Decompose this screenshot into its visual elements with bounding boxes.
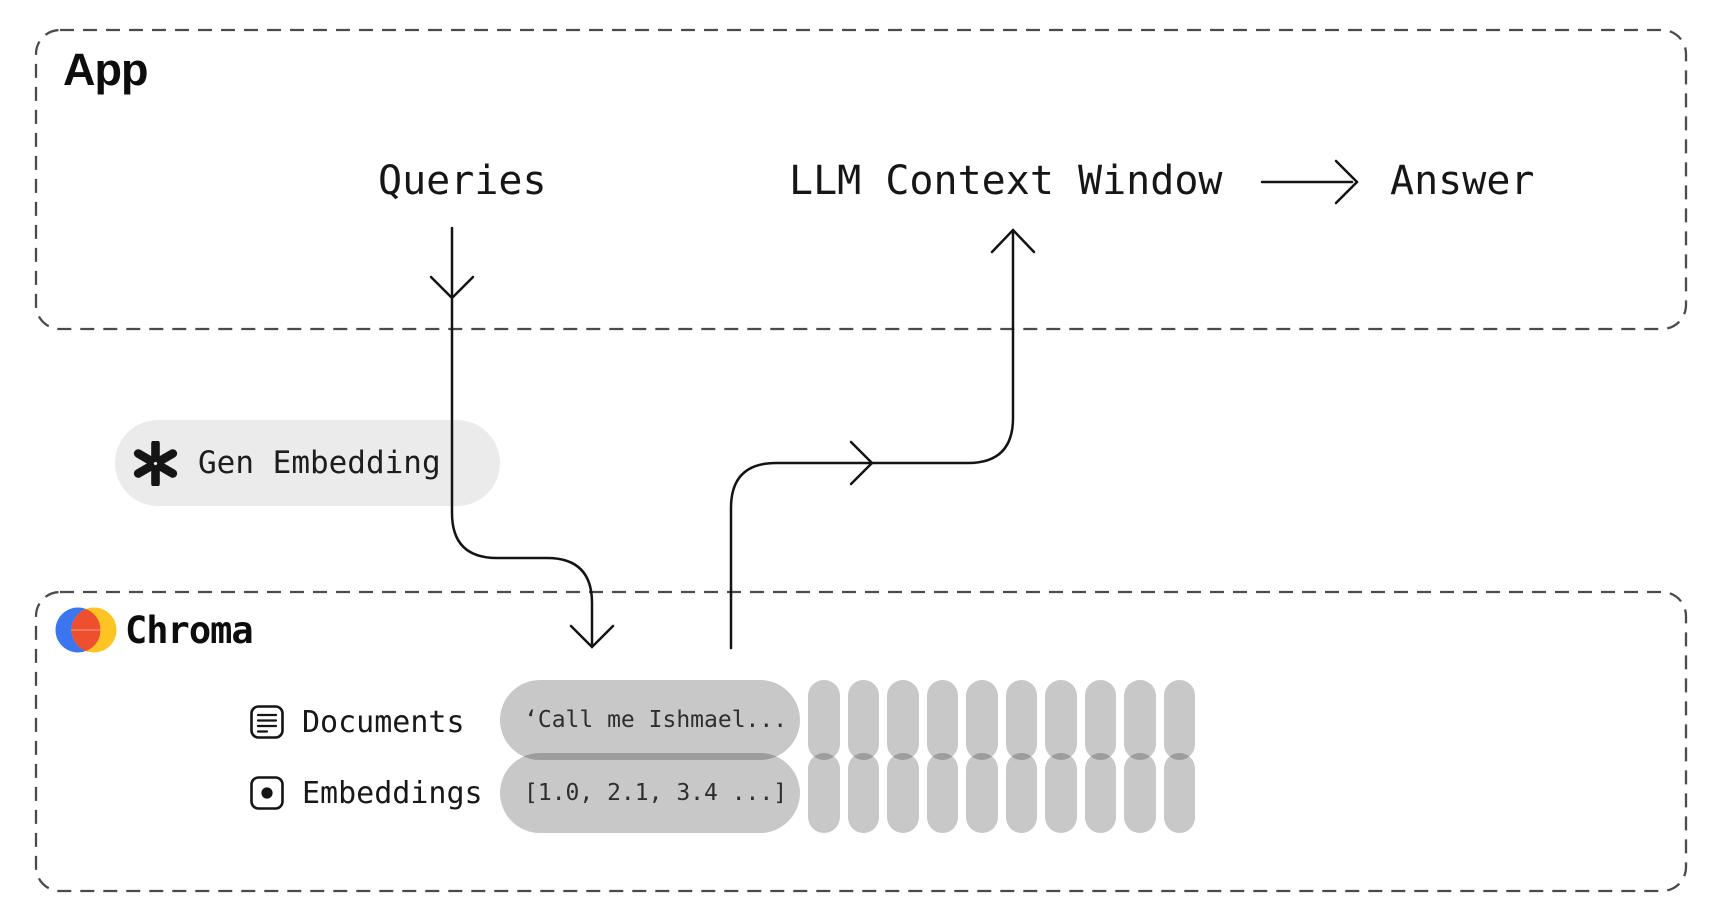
vector-pill <box>887 680 919 760</box>
answer-arrowhead <box>1334 159 1359 205</box>
vector-pill <box>1163 680 1195 760</box>
retrieval-flow-line <box>729 229 1015 650</box>
embeddings-value: [1.0, 2.1, 3.4 ...] <box>524 780 788 806</box>
vector-pill <box>1005 753 1037 833</box>
vector-pill <box>1005 680 1037 760</box>
queries-arrowhead-mid <box>429 275 475 300</box>
chroma-box-title: Chroma <box>125 608 254 652</box>
retrieval-arrowhead-end <box>990 228 1036 254</box>
vector-pill <box>1124 680 1156 760</box>
vector-pill <box>966 680 998 760</box>
vector-pill-row <box>808 753 1195 833</box>
vector-pill <box>887 753 919 833</box>
vector-pill <box>1084 680 1116 760</box>
documents-pill: ‘Call me Ishmael... <box>500 680 800 760</box>
queries-arrowhead-end <box>569 624 615 649</box>
vector-pill <box>1163 753 1195 833</box>
documents-value: ‘Call me Ishmael... <box>524 707 788 733</box>
answer-label: Answer <box>1390 158 1535 204</box>
vector-pill <box>1084 753 1116 833</box>
gen-embedding-pill: Gen Embedding <box>115 420 500 506</box>
retrieval-arrowhead-mid <box>849 440 874 486</box>
vector-pill <box>1045 680 1077 760</box>
vector-pill <box>926 753 958 833</box>
app-box-title: App <box>63 44 148 95</box>
vector-pill <box>847 680 879 760</box>
vector-pill <box>808 680 840 760</box>
vector-pill <box>966 753 998 833</box>
vector-pill <box>1124 753 1156 833</box>
vector-pill <box>1045 753 1077 833</box>
queries-label: Queries <box>378 158 547 204</box>
embeddings-pill: [1.0, 2.1, 3.4 ...] <box>500 753 800 833</box>
vector-pill-row <box>808 680 1195 760</box>
gen-embedding-label: Gen Embedding <box>198 445 441 481</box>
embeddings-icon <box>250 776 284 810</box>
vector-pill <box>808 753 840 833</box>
embeddings-label: Embeddings <box>302 775 483 811</box>
llm-context-window-label: LLM Context Window <box>789 158 1223 204</box>
chroma-logo-icon <box>55 607 117 653</box>
documents-label: Documents <box>302 704 465 740</box>
openai-icon <box>133 440 178 486</box>
vector-pill <box>847 753 879 833</box>
vector-pill <box>926 680 958 760</box>
documents-icon <box>250 705 284 739</box>
